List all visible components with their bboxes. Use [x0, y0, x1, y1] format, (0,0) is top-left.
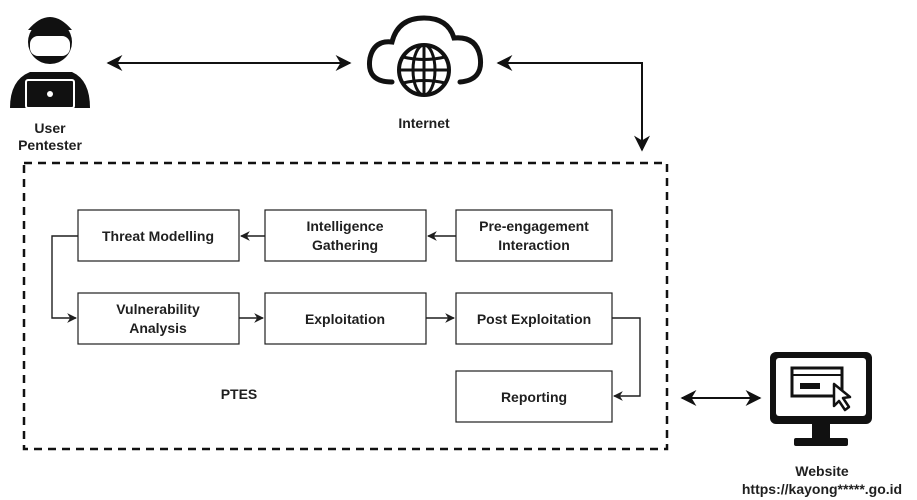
step-intelligence-line2: Gathering [312, 237, 378, 253]
user-label-line2: Pentester [18, 137, 82, 153]
step-threat-modelling: Threat Modelling [77, 209, 240, 262]
step-reporting: Reporting [455, 370, 613, 423]
ptes-container [22, 161, 669, 451]
website-url: https://kayong*****.go.id [742, 481, 902, 497]
step-intelligence-line1: Intelligence [306, 218, 383, 234]
step-intelligence-gathering: Intelligence Gathering [264, 209, 427, 262]
user-label-line1: User [34, 120, 66, 136]
step-reporting-line1: Reporting [501, 389, 567, 405]
step-threat-line1: Threat Modelling [102, 228, 214, 244]
step-vulnerability-analysis: Vulnerability Analysis [77, 292, 240, 345]
internet-ptes-arrow [496, 55, 650, 152]
step-pre-engagement: Pre-engagement Interaction [455, 209, 613, 262]
ptes-label: PTES [221, 386, 258, 402]
step-pre-engagement-line1: Pre-engagement [479, 218, 589, 234]
internet-label: Internet [398, 115, 450, 131]
website-label-line1: Website [795, 463, 849, 479]
monitor-web-icon [770, 352, 872, 446]
step-vulnerability-line1: Vulnerability [116, 301, 200, 317]
flow-threat-to-vuln [51, 235, 78, 323]
flow-post-to-report [612, 317, 641, 401]
cloud-globe-icon [366, 15, 484, 97]
step-vulnerability-line2: Analysis [129, 320, 187, 336]
step-exploitation: Exploitation [264, 292, 427, 345]
user-pentester-icon [10, 17, 90, 109]
step-pre-engagement-line2: Interaction [498, 237, 570, 253]
step-post-exploitation: Post Exploitation [455, 292, 613, 345]
step-post-exploitation-line1: Post Exploitation [477, 311, 591, 327]
step-exploitation-line1: Exploitation [305, 311, 385, 327]
